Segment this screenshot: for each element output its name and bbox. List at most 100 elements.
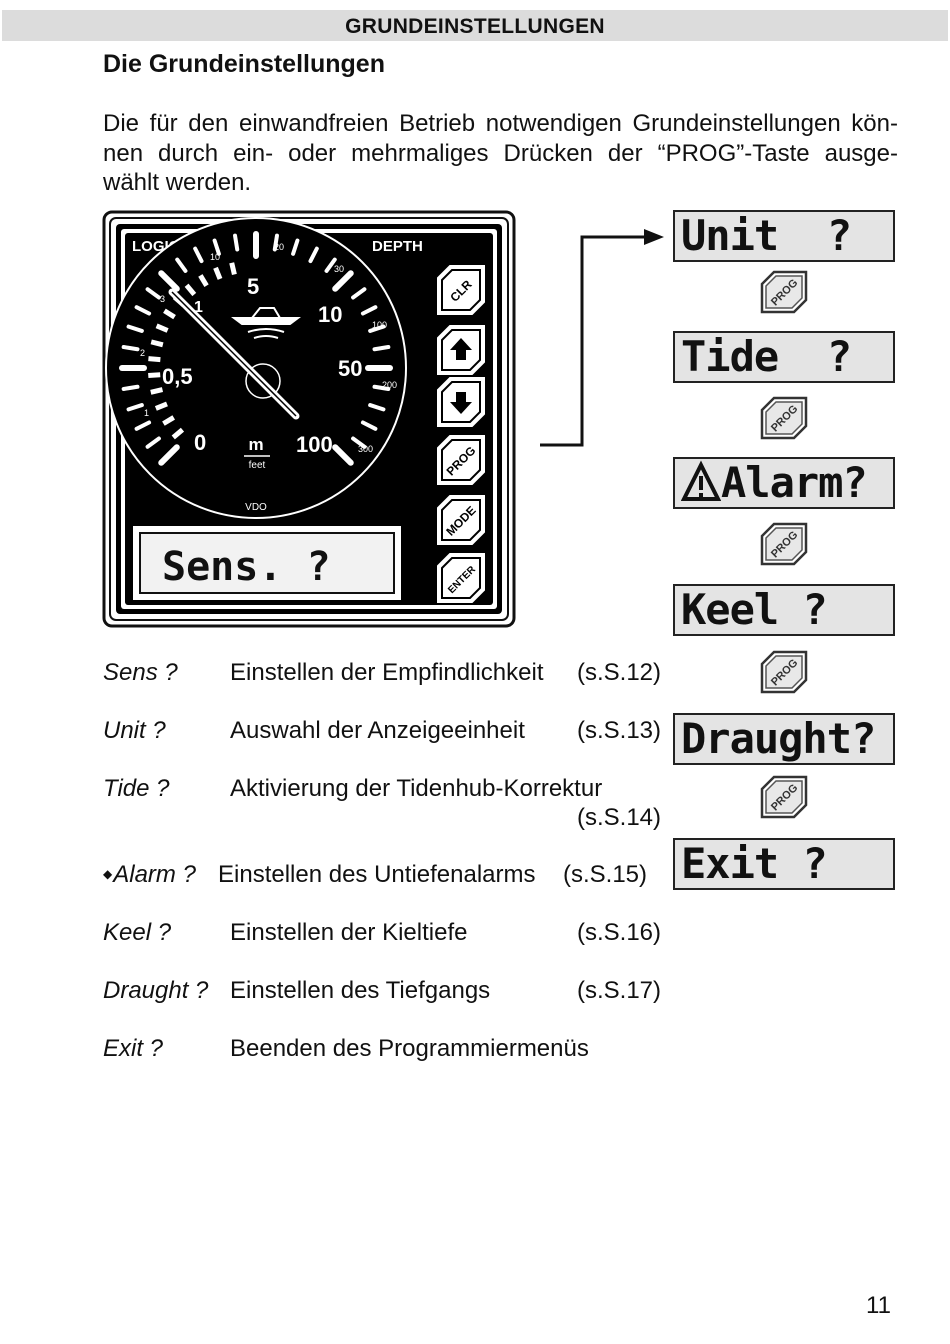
- instrument-key-clr: CLR: [437, 265, 485, 315]
- desc-name: Tide ?: [103, 775, 170, 802]
- dial-bezel: [105, 217, 407, 519]
- desc-text: Einstellen des Tiefgangs: [230, 977, 491, 1004]
- instrument-key-enter: ENTER: [437, 553, 485, 603]
- lcd-exit: Exit ?: [673, 838, 895, 890]
- dial-tick: [175, 257, 188, 273]
- instrument-keys: CLR PROG MODE ENTER: [437, 265, 485, 603]
- dial-tick: [158, 444, 180, 466]
- instrument-key-down-arrow: [437, 377, 485, 427]
- desc-text: Einstellen der Kieltiefe: [230, 919, 468, 946]
- boat-logo: [231, 307, 301, 339]
- feet-label-20: 20: [274, 242, 284, 252]
- desc-ref: (s.S.15): [563, 861, 648, 888]
- prog-key-icon: PROG: [760, 775, 808, 819]
- dial-tick: [162, 415, 175, 426]
- lcd-alarm: Alarm?: [673, 457, 895, 509]
- dial-tick: [229, 262, 237, 276]
- dial-tick: [272, 233, 279, 252]
- key-face: [765, 275, 803, 309]
- feet-label-2: 2: [140, 348, 145, 358]
- key-face: [441, 269, 481, 311]
- dial-tick: [213, 266, 223, 280]
- feet-label-300: 300: [358, 444, 373, 454]
- needle-center-line: [171, 291, 297, 417]
- instrument-lcd: [139, 532, 395, 594]
- key-face: [441, 557, 481, 599]
- prog-key-icon: PROG: [760, 522, 808, 566]
- prog-key-icon: PROG: [760, 650, 808, 694]
- dial-tick: [155, 323, 169, 333]
- desc-text: Beenden des Programmiermenüs: [230, 1035, 589, 1062]
- instrument-lcd-text: Sens. ?: [162, 544, 331, 590]
- instrument-key-prog: PROG: [437, 435, 485, 485]
- up-arrow-icon: [450, 338, 472, 360]
- desc-ref: (s.S.12): [577, 659, 662, 686]
- dial-tick: [360, 305, 378, 316]
- dial-tick: [150, 339, 164, 348]
- warning-icon: [681, 460, 721, 501]
- key-face: [441, 439, 481, 481]
- dial-tick: [198, 274, 209, 287]
- dial-tick: [332, 444, 354, 466]
- dial-tick: [145, 436, 161, 449]
- dial-tick: [324, 257, 337, 273]
- desc-name: Keel ?: [103, 919, 172, 946]
- dial-tick: [148, 372, 161, 379]
- dial-label-0-5: 0,5: [162, 364, 193, 389]
- desc-name-wrap: ◆Alarm ?: [103, 861, 196, 889]
- desc-name: Exit ?: [103, 1035, 164, 1062]
- feet-label-10: 10: [210, 252, 220, 262]
- dial-tick: [148, 356, 161, 363]
- lcd-unit: Unit ?: [673, 210, 895, 262]
- prog-key-icon: PROG: [760, 396, 808, 440]
- desc-text: Einstellen des Untiefenalarms: [218, 861, 536, 888]
- dial-tick: [372, 345, 391, 352]
- lcd-text: Tide ?: [681, 332, 852, 381]
- dial-tick: [134, 420, 152, 431]
- unit-alt: feet: [249, 460, 266, 471]
- lcd-tide: Tide ?: [673, 331, 895, 383]
- feet-label-100: 100: [372, 320, 387, 330]
- dial-tick: [121, 384, 140, 391]
- connector-arrowhead: [644, 229, 664, 245]
- dial-label-0: 0: [194, 430, 206, 455]
- needle-hub: [245, 363, 281, 399]
- dial-tick: [351, 287, 367, 300]
- dial-tick: [372, 384, 391, 391]
- dial-tick: [308, 246, 319, 264]
- desc-name: Draught ?: [103, 977, 209, 1004]
- desc-ref: (s.S.16): [577, 919, 662, 946]
- desc-ref: (s.S.14): [577, 804, 662, 831]
- lcd-text: Exit ?: [681, 839, 828, 888]
- dial-tick: [368, 403, 386, 412]
- page-number: 11: [866, 1292, 891, 1319]
- dial-tick: [233, 233, 240, 252]
- dial-tick: [351, 436, 367, 449]
- section-header-bar: [2, 10, 948, 41]
- lcd-text: Draught?: [681, 714, 876, 763]
- dial-tick: [121, 345, 140, 352]
- bottom-logo: VDO: [245, 502, 267, 513]
- instrument-key-mode: MODE: [437, 495, 485, 545]
- dial-tick: [193, 246, 204, 264]
- mode-label: DEPTH: [372, 238, 423, 255]
- dial-ticks: [119, 231, 393, 466]
- intro-line: Die für den einwandfreien Betrieb notwen…: [103, 110, 898, 137]
- feet-label-3: 3: [160, 294, 165, 304]
- intro-line: wählt werden.: [103, 169, 252, 196]
- dial-tick: [154, 401, 168, 411]
- dial-tick: [126, 403, 144, 412]
- dial-tick: [368, 324, 386, 333]
- intro-line: nen durch ein- oder mehrmaliges Drücken …: [103, 139, 898, 167]
- prog-key-icon: PROG: [760, 270, 808, 314]
- key-face: [765, 401, 803, 435]
- key-face: [441, 499, 481, 541]
- key-face: [765, 655, 803, 689]
- lcd-text: Keel ?: [681, 585, 828, 634]
- dial-tick: [360, 420, 378, 431]
- dial-tick: [332, 270, 354, 292]
- diamond-bullet-icon: ◆: [103, 867, 113, 881]
- feet-label-200: 200: [382, 380, 397, 390]
- desc-text: Einstellen der Empfindlichkeit: [230, 659, 544, 686]
- desc-text: Auswahl der Anzeigeeinheit: [230, 717, 525, 744]
